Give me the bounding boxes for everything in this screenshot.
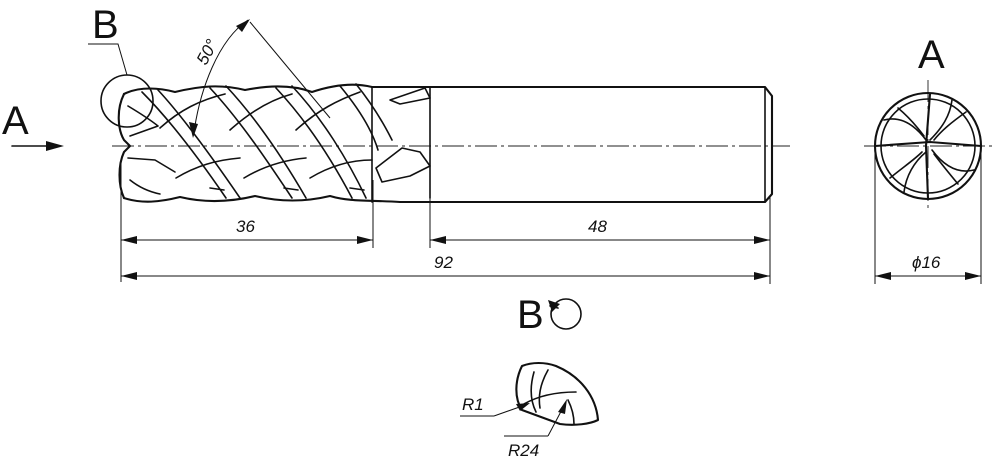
view-a-arrow-label: A xyxy=(2,99,29,143)
helix-flute-3a xyxy=(275,87,353,199)
helix-angle-extension xyxy=(249,21,331,119)
helix-angle-label: 50° xyxy=(193,36,222,68)
helix-flute-2a xyxy=(209,87,293,199)
helix-back-2 xyxy=(229,93,293,131)
end-view-flute-3 xyxy=(931,149,975,172)
detail-b-marker-label: B xyxy=(92,3,119,47)
dim-48-arrow-right xyxy=(754,236,770,244)
helix-back-6 xyxy=(309,159,373,179)
dim-92-arrow-left xyxy=(121,272,137,280)
end-view-flute-8 xyxy=(889,151,923,179)
side-view: B A 50° 36 48 92 xyxy=(2,3,790,284)
helix-angle-arrow-bottom xyxy=(189,122,198,138)
detail-b-flute-4 xyxy=(567,399,575,425)
dim-36-arrow-right xyxy=(357,236,373,244)
flute-runout-bottom xyxy=(375,147,431,183)
detail-b: B R1 R24 xyxy=(460,293,600,460)
edge-mark-2 xyxy=(283,187,299,191)
tip-gash-mid xyxy=(127,157,176,173)
helix-flute-2b xyxy=(225,85,307,199)
detail-b-flute-2 xyxy=(538,369,549,409)
flute-body-outline xyxy=(122,83,402,204)
edge-mark-3 xyxy=(349,187,365,191)
tip-gash-bottom xyxy=(129,179,161,195)
helix-flute-1b xyxy=(157,89,241,199)
helix-angle-arc xyxy=(193,19,249,133)
r1-label: R1 xyxy=(462,395,484,414)
detail-b-flute-1 xyxy=(530,371,537,413)
end-view-flute-6 xyxy=(933,111,967,141)
dim-dia-label: ϕ16 xyxy=(912,253,941,272)
flute-runout-top xyxy=(389,87,431,105)
r1-arrowhead xyxy=(516,403,530,411)
view-a-title: A xyxy=(918,33,945,77)
detail-b-flute-3 xyxy=(523,391,577,405)
helix-flute-1a xyxy=(141,91,227,199)
helix-angle-arrow-top xyxy=(236,19,250,32)
end-view-flute-2 xyxy=(929,99,953,141)
r24-arrowhead xyxy=(558,399,567,414)
helix-flute-4a xyxy=(339,85,379,151)
end-view-flute-7 xyxy=(933,153,959,185)
dim-36-label: 36 xyxy=(236,217,255,236)
helix-back-5 xyxy=(243,157,307,179)
end-view-flute-5 xyxy=(897,107,925,137)
dim-dia-arrow-left xyxy=(875,272,891,280)
dim-48-label: 48 xyxy=(588,217,607,236)
helix-flute-3b xyxy=(291,85,367,199)
end-view-cross-v xyxy=(924,92,932,201)
end-view-flute-1 xyxy=(883,118,927,141)
shank-outline xyxy=(370,85,774,204)
tip-gash-top xyxy=(127,105,159,137)
helix-back-4 xyxy=(175,157,241,179)
detail-b-circle xyxy=(100,74,154,128)
helix-back-1 xyxy=(159,93,226,129)
cutting-tip xyxy=(117,92,132,200)
edge-mark-1 xyxy=(209,187,225,191)
detail-b-title: B xyxy=(517,293,544,337)
scale-circle-icon xyxy=(548,298,582,330)
helix-flute-4b xyxy=(355,83,393,141)
detail-b-leader xyxy=(88,43,128,76)
detail-b-profile xyxy=(515,361,600,426)
dim-92-label: 92 xyxy=(434,253,453,272)
end-view-cross-h xyxy=(873,140,983,148)
end-view-a: A ϕ16 xyxy=(864,33,992,284)
dim-dia-arrow-right xyxy=(965,272,981,280)
dim-48-arrow-left xyxy=(430,236,446,244)
r24-label: R24 xyxy=(508,441,539,460)
helix-back-3 xyxy=(295,91,361,131)
view-a-arrowhead xyxy=(46,141,64,151)
end-view-flute-4 xyxy=(903,151,927,193)
dim-92-arrow-right xyxy=(754,272,770,280)
dim-36-arrow-left xyxy=(121,236,137,244)
